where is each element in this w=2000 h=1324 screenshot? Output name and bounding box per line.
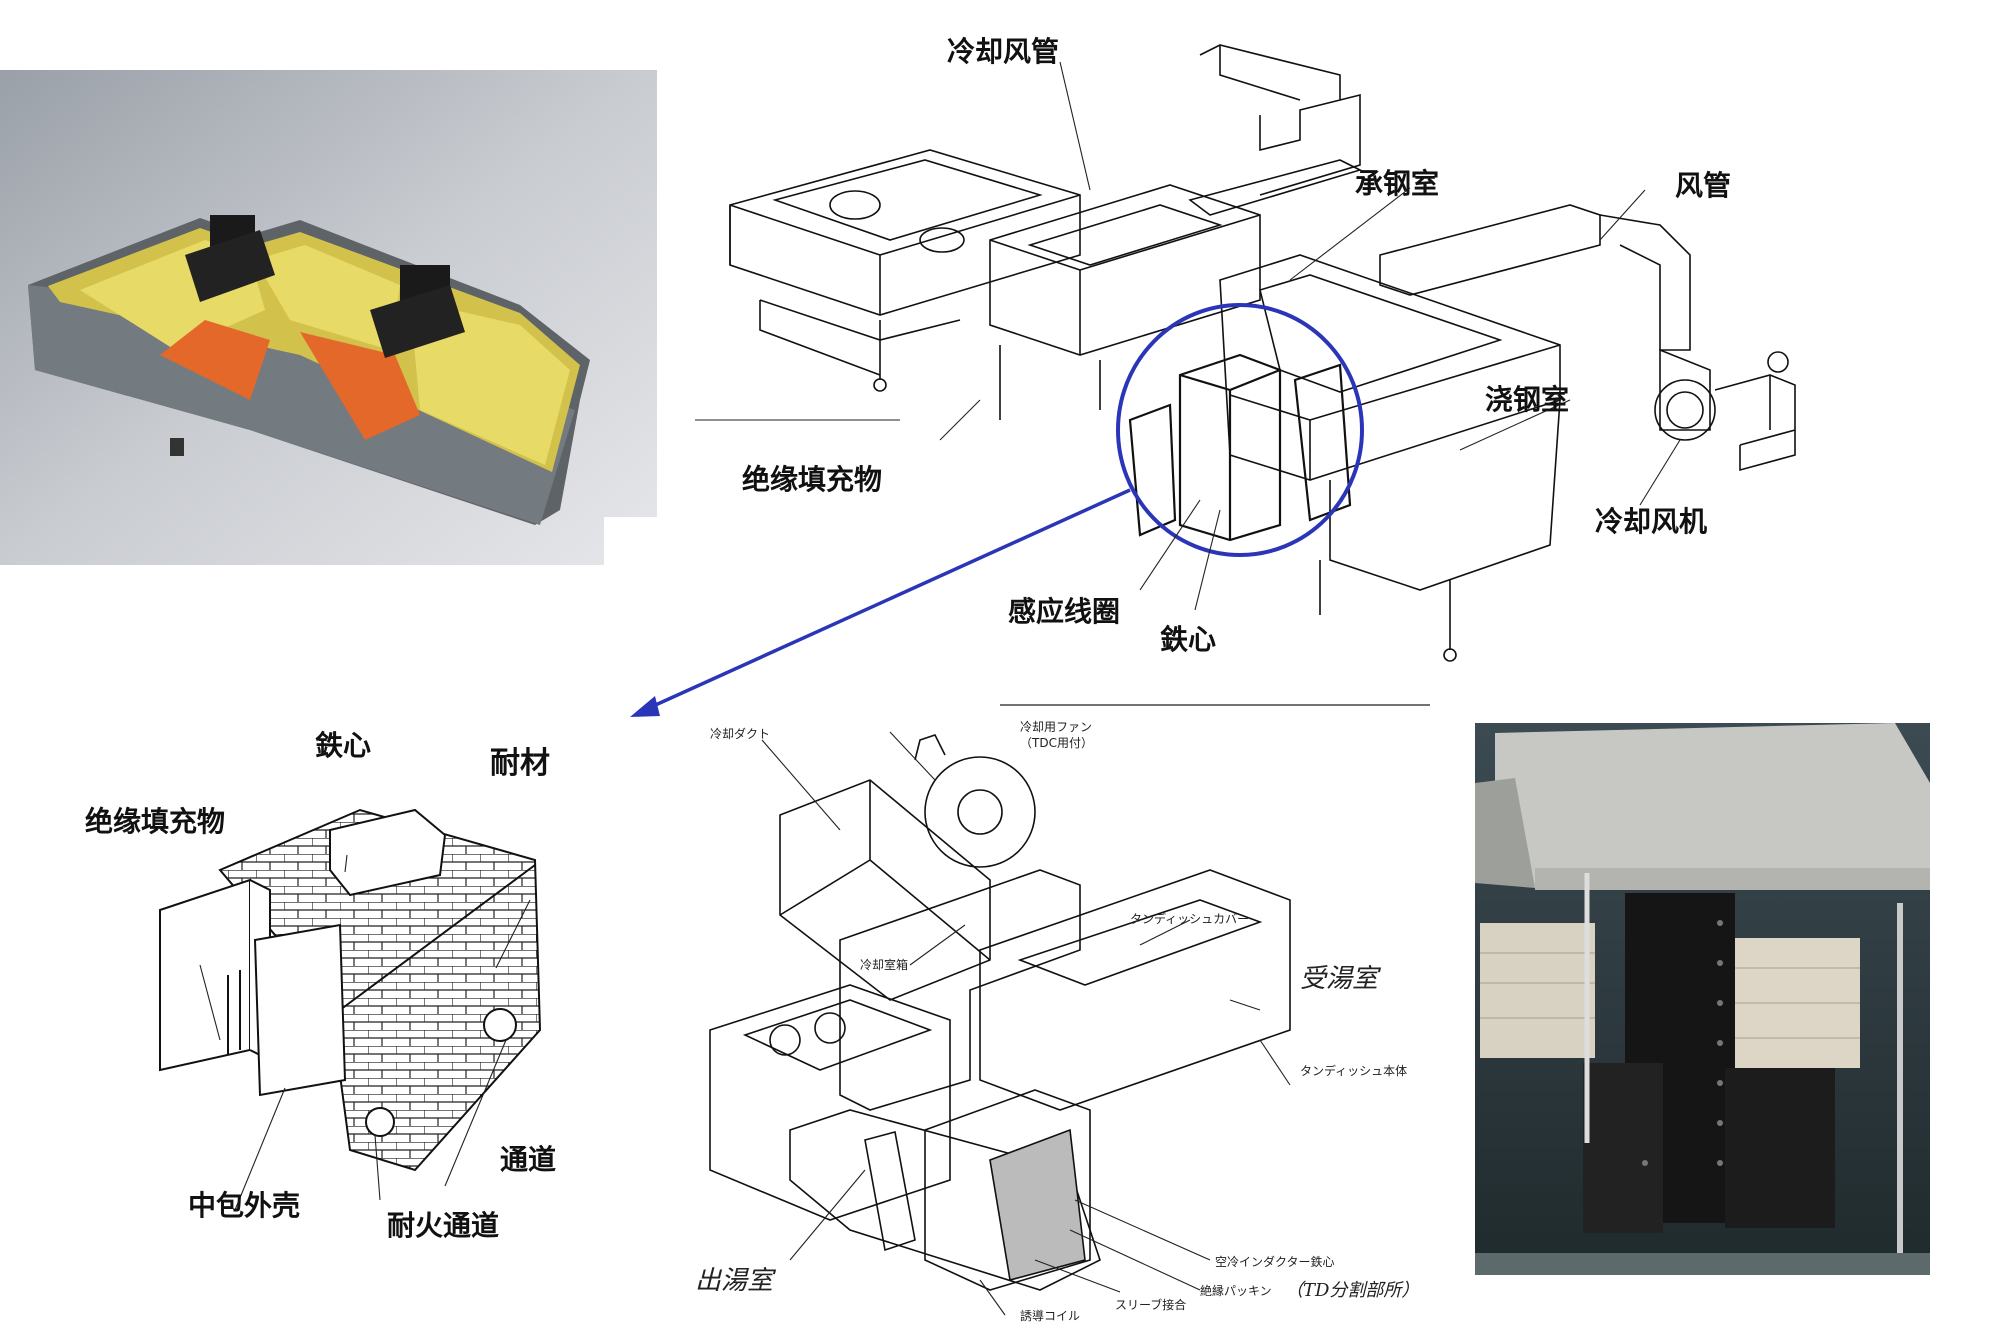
- label-channel: 通道: [500, 1143, 557, 1176]
- label-tundish-shell: 中包外壳: [188, 1189, 301, 1222]
- tundish-model-photo: [0, 70, 657, 565]
- label-cooling-fan: 冷却风机: [1595, 505, 1708, 538]
- label-refractory: 耐材: [490, 746, 550, 781]
- induction-heater-plant-photo: [1475, 723, 1930, 1275]
- induction-tundish-overview-diagram: 冷却风管 承钢室 风管 浇钢室 绝缘填充物 冷却风机 感应线圈 鉄心: [630, 0, 1820, 717]
- label-jp-fan-note: （TDC用付）: [1020, 736, 1093, 750]
- label-iron-core: 鉄心: [1160, 623, 1217, 656]
- label-induction-coil: 感应线圈: [1008, 595, 1121, 628]
- label-jp-pouring-chamber: 出湯室: [695, 1266, 774, 1296]
- label-section-insulation-filler: 绝缘填充物: [85, 805, 226, 838]
- label-section-iron-core: 鉄心: [315, 729, 372, 762]
- label-jp-cooling-duct: 冷却ダクト: [710, 727, 771, 741]
- label-pouring-chamber: 浇钢室: [1485, 383, 1570, 416]
- label-jp-packing-note: （TD分割部所）: [1285, 1280, 1420, 1301]
- label-jp-cover: タンディッシュカバー: [1130, 912, 1250, 926]
- label-jp-cooling-chamber: 冷却室箱: [860, 958, 909, 972]
- label-jp-tundish-body: タンディッシュ本体: [1300, 1064, 1408, 1078]
- label-cooling-duct: 冷却风管: [947, 35, 1060, 68]
- label-jp-cooling-fan: 冷却用ファン: [1020, 720, 1093, 734]
- label-jp-insulation-packing: 絶縁パッキン: [1200, 1284, 1272, 1298]
- label-insulation-filler: 绝缘填充物: [742, 463, 883, 496]
- japanese-tundish-diagram: 冷却ダクト 冷却用ファン （TDC用付） タンディッシュカバー 冷却室箱 受湯室…: [690, 700, 1450, 1323]
- label-refractory-channel: 耐火通道: [387, 1209, 500, 1242]
- label-jp-inductor: 空冷インダクター鉄心: [1215, 1255, 1335, 1269]
- label-jp-sleeve: スリーブ接合: [1115, 1298, 1187, 1312]
- inductor-cross-section-diagram: 鉄心 耐材 绝缘填充物 通道 中包外壳 耐火通道: [60, 710, 620, 1250]
- label-receiving-chamber: 承钢室: [1355, 167, 1440, 200]
- label-jp-receiving-chamber: 受湯室: [1300, 964, 1379, 994]
- label-jp-coil: 誘導コイル: [1020, 1309, 1081, 1323]
- label-duct: 风管: [1675, 169, 1732, 202]
